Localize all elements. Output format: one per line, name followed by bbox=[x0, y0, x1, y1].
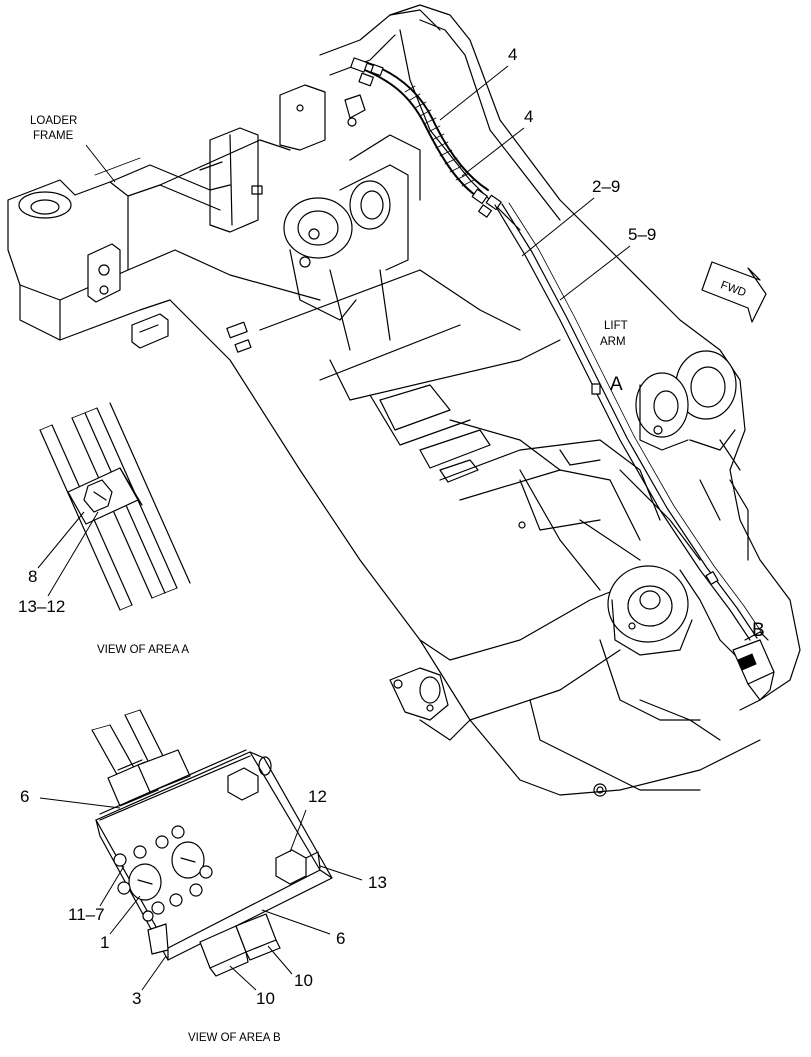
loader-frame-drawing bbox=[7, 9, 761, 797]
loader-frame-label-line2: FRAME bbox=[33, 130, 74, 142]
callout-1: 1 bbox=[100, 933, 109, 952]
fwd-arrow-icon: FWD bbox=[701, 261, 767, 323]
leader-10-bottom bbox=[229, 965, 257, 991]
callout-12: 12 bbox=[308, 787, 327, 806]
callout-2-9: 2–9 bbox=[592, 177, 620, 196]
leader-10-right bbox=[267, 945, 293, 975]
valve-fittings bbox=[113, 825, 213, 922]
callout-4-upper: 4 bbox=[508, 45, 517, 64]
leader-5-9 bbox=[559, 245, 631, 301]
callout-6-upper: 6 bbox=[20, 787, 29, 806]
view-area-b-detail bbox=[91, 709, 333, 977]
leader-4-upper bbox=[439, 65, 509, 121]
view-area-a-detail bbox=[39, 402, 191, 611]
callout-6-lower: 6 bbox=[336, 929, 345, 948]
lift-arm-drawing bbox=[389, 4, 801, 741]
caption-view-area-b: VIEW OF AREA B bbox=[188, 1032, 281, 1044]
caption-view-area-a: VIEW OF AREA A bbox=[97, 644, 189, 656]
callout-10-bottom: 10 bbox=[256, 989, 275, 1008]
callout-3: 3 bbox=[132, 989, 141, 1008]
hose-assembly bbox=[350, 57, 775, 701]
area-b-label: B bbox=[752, 620, 765, 641]
leader-11-7 bbox=[99, 865, 125, 907]
leader-6-lower bbox=[261, 909, 331, 935]
leader-8 bbox=[37, 511, 85, 569]
area-a-label: A bbox=[610, 374, 623, 395]
callout-8: 8 bbox=[28, 567, 37, 586]
lift-arm-label-line1: LIFT bbox=[604, 320, 628, 332]
callout-5-9: 5–9 bbox=[628, 225, 656, 244]
callout-10-right: 10 bbox=[294, 971, 313, 990]
leader-2-9 bbox=[521, 197, 595, 257]
callout-4-lower: 4 bbox=[524, 107, 533, 126]
leader-3 bbox=[141, 955, 167, 991]
lift-arm-label-line2: ARM bbox=[600, 336, 626, 348]
leader-13 bbox=[319, 865, 363, 881]
leader-1 bbox=[109, 895, 141, 935]
leader-13-12 bbox=[47, 511, 99, 597]
loader-frame-label-line1: LOADER bbox=[30, 115, 77, 127]
callout-13: 13 bbox=[368, 873, 387, 892]
callout-11-7: 11–7 bbox=[68, 905, 105, 924]
leader-4-lower bbox=[461, 127, 525, 177]
callout-13-12: 13–12 bbox=[18, 597, 65, 616]
leader-6-upper bbox=[39, 797, 121, 809]
loader-frame-leader bbox=[85, 144, 116, 183]
leader-12 bbox=[289, 809, 307, 853]
